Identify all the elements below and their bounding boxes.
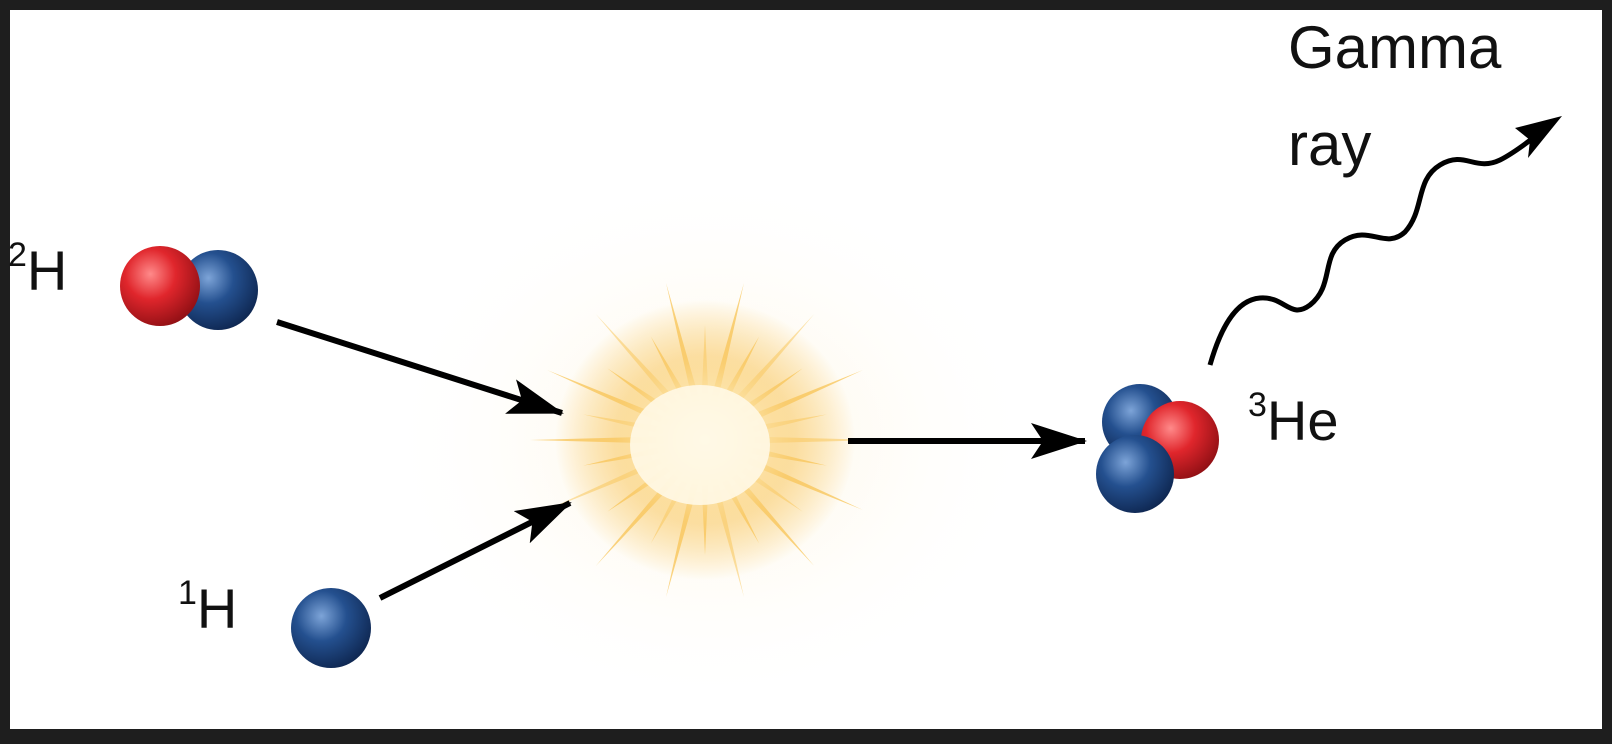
protium-nucleus (291, 588, 371, 668)
gamma-ray-arrowhead (1515, 116, 1562, 158)
deuterium-arrow (276, 319, 564, 416)
fusion-flash (380, 170, 1040, 710)
protium-arrow (378, 500, 572, 601)
deuterium-nucleus (120, 246, 258, 330)
proton-particle (120, 246, 200, 326)
helium3-label: 3He (1248, 386, 1339, 452)
protium-label: 1H (178, 574, 237, 640)
gamma-ray-wave (1207, 125, 1550, 366)
helium3-nucleus (1096, 384, 1219, 513)
gamma-ray-label-line2: ray (1288, 111, 1371, 178)
neutron-particle (178, 250, 258, 330)
gamma-ray-label-line1: Gamma (1288, 14, 1502, 81)
deuterium-label: 2H (8, 236, 67, 302)
neutron-particle (1096, 435, 1174, 513)
